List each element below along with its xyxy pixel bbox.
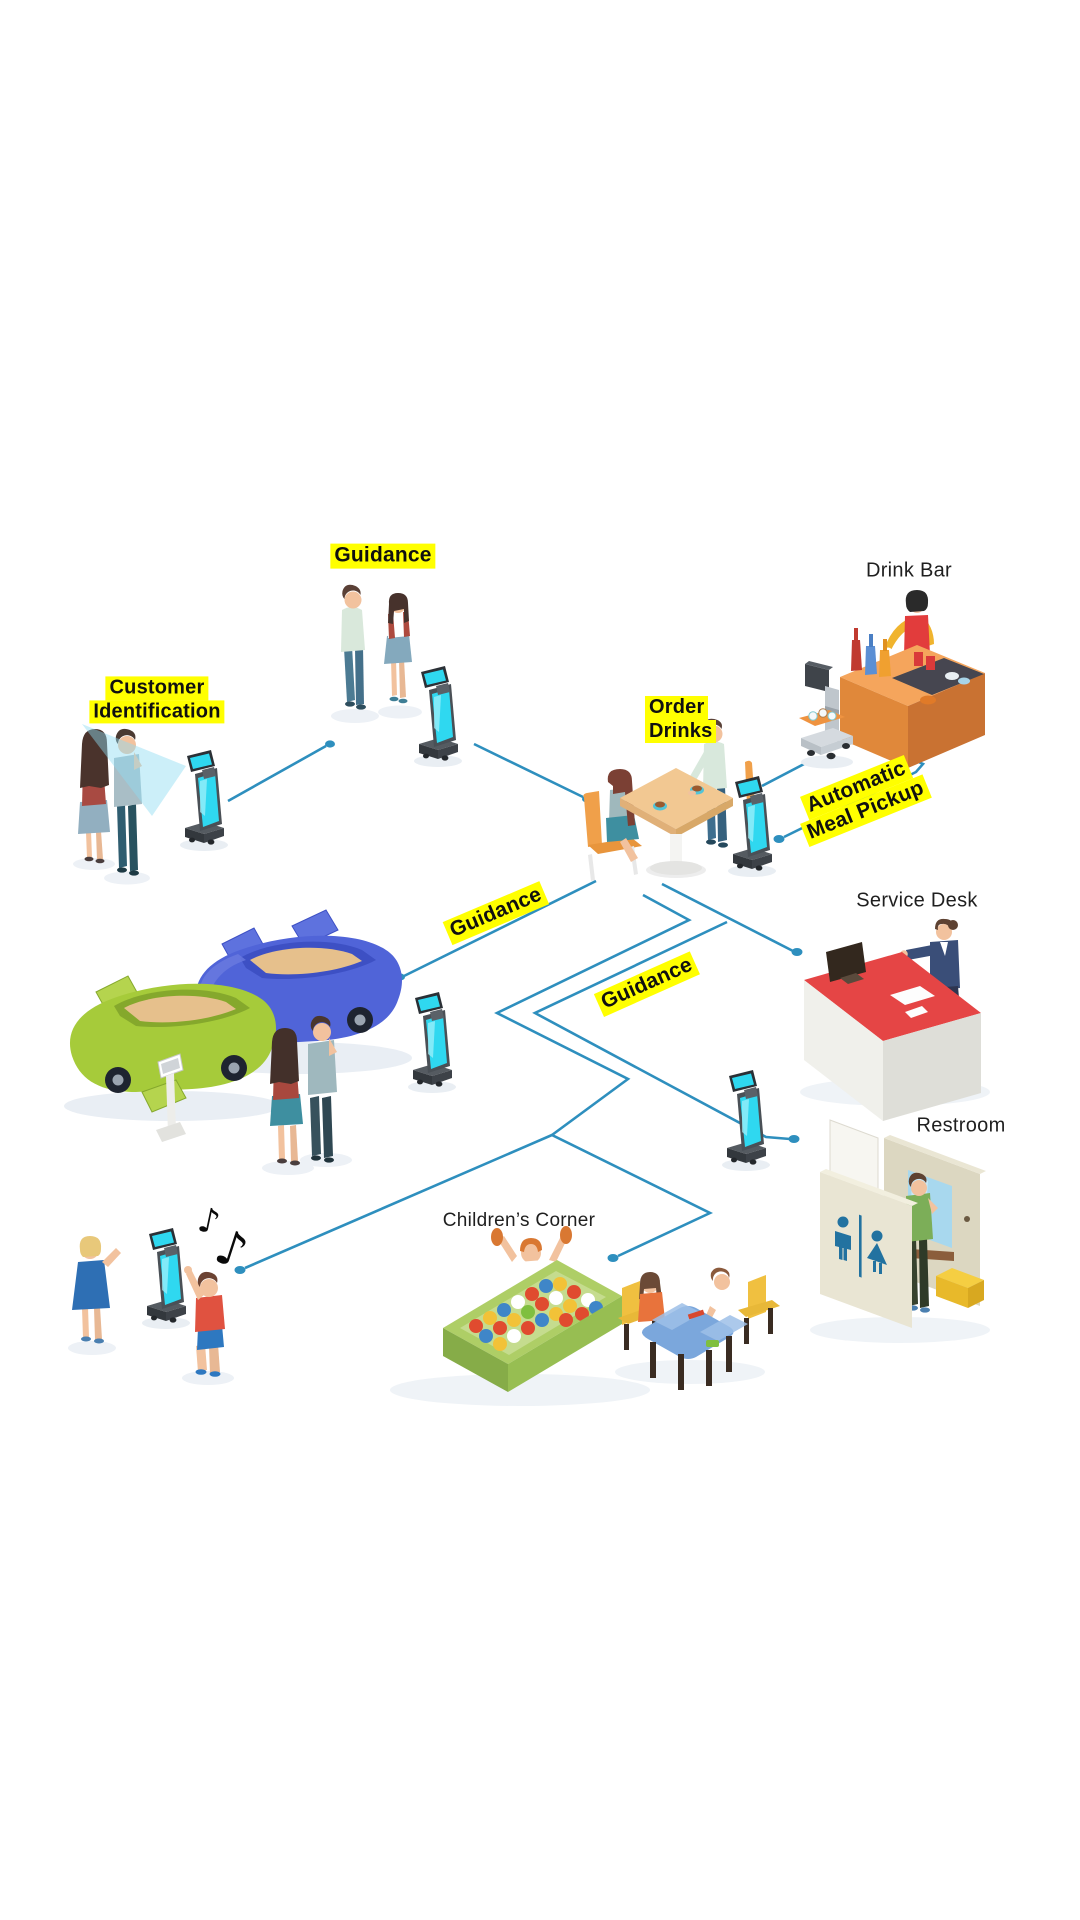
cafe-table (620, 768, 733, 875)
face-scan-beam (82, 724, 186, 816)
arrow-dot-icon (607, 1254, 619, 1262)
scene-guidance-couple (331, 584, 462, 767)
label-text: Customer (105, 676, 209, 700)
label-text: Guidance (330, 543, 436, 569)
kids-table-group (615, 1267, 780, 1390)
showroom-robot-icon (408, 992, 456, 1093)
line-guidance-to-table (473, 742, 584, 799)
man-pictogram-icon (835, 1216, 851, 1261)
info-kiosk-stand (156, 1053, 186, 1142)
green-car (69, 975, 276, 1113)
guidance-man (335, 584, 381, 710)
guidance-robot-icon (414, 666, 462, 767)
line-to-kids-robot (244, 1133, 553, 1270)
pictogram-divider (859, 1214, 862, 1278)
woman-pictogram-icon (867, 1230, 887, 1274)
bartender (883, 590, 934, 657)
label-text: Drink Bar (865, 559, 953, 582)
kids-table (642, 1303, 748, 1390)
label-order-drinks: Order Drinks (645, 696, 717, 744)
kids-chair-right (738, 1275, 780, 1344)
music-boy (184, 1266, 225, 1377)
scene-childrens-corner (390, 1226, 780, 1406)
line-customer-id-to-guidance (227, 744, 327, 803)
reception-desk (804, 942, 981, 1121)
label-customer-identification: Customer Identification (89, 676, 225, 724)
label-text: Identification (89, 700, 225, 724)
label-service-desk: Service Desk (856, 890, 977, 913)
arrow-dot-icon (325, 740, 335, 748)
car-shopper-woman (270, 1028, 303, 1166)
kid-boy (704, 1267, 735, 1323)
scene-kids-music: ♪ ♪ (68, 1200, 255, 1385)
arrow-dot-icon (788, 1135, 800, 1143)
table-robot-icon (728, 776, 776, 877)
label-childrens-corner: Children’s Corner (443, 1210, 596, 1232)
line-to-childrens-corner (494, 893, 714, 1258)
arrow-dot-icon (773, 835, 785, 843)
bottles (851, 628, 891, 677)
ball-pit (443, 1260, 622, 1392)
label-text: Service Desk (856, 889, 978, 912)
hall-robot-icon (722, 1070, 770, 1171)
scene-order-drinks (583, 718, 776, 881)
label-guidance-top: Guidance (330, 543, 436, 569)
identified-woman (78, 729, 110, 864)
scene-restroom (810, 1119, 990, 1343)
scene-customer-identification (73, 724, 228, 885)
line-table-to-cars (403, 879, 597, 978)
arrow-dot-icon (234, 1266, 246, 1274)
scene-cars (64, 909, 456, 1175)
identification-robot-icon (180, 750, 228, 851)
bar-counter (840, 645, 985, 768)
scene-service-desk (800, 918, 990, 1121)
label-text: Order (645, 696, 709, 720)
car-shopper-man (308, 1015, 337, 1163)
line-to-restroom (532, 920, 791, 1141)
balls (469, 1277, 603, 1351)
label-text: Children’s Corner (442, 1210, 596, 1231)
arrow-dot-icon (791, 948, 803, 956)
guidance-woman (384, 593, 412, 704)
kid-girl (638, 1272, 665, 1322)
restroom-front-wall (820, 1169, 918, 1328)
label-text: Restroom (916, 1114, 1006, 1137)
bar-tray (892, 652, 984, 705)
label-drink-bar: Drink Bar (866, 560, 952, 583)
music-girl (72, 1236, 121, 1344)
label-text: Drinks (645, 719, 717, 744)
label-restroom: Restroom (916, 1115, 1005, 1138)
identified-man (114, 728, 142, 876)
scene-drink-bar (798, 590, 985, 769)
entertainment-robot-icon (142, 1228, 190, 1329)
yellow-stool (936, 1268, 984, 1308)
line-table-to-service-desk (661, 882, 794, 953)
line-table-to-drinkbar (761, 761, 807, 788)
